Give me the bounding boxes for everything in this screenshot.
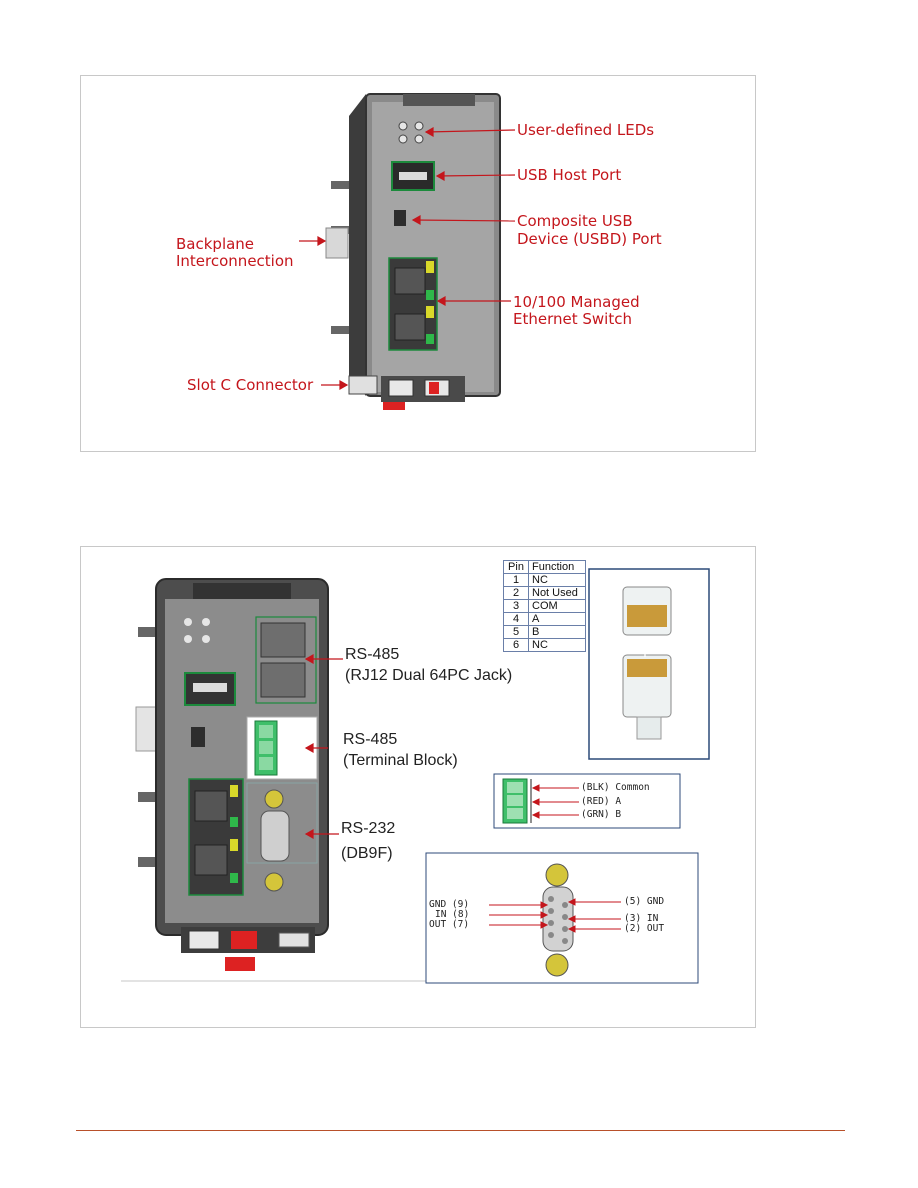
terminal-wire-b: (GRN) B — [581, 809, 622, 820]
device-drawing-serial — [121, 568, 710, 984]
usb-host-port-label: USB Host Port — [517, 166, 622, 184]
terminal-wire-common: (BLK) Common — [581, 782, 650, 793]
pin-number: 2 — [503, 586, 529, 600]
pin1-label: Pin 1 — [594, 641, 623, 655]
rs485-terminal-label-line2: (Terminal Block) — [343, 752, 458, 769]
pin-function: NC — [528, 638, 586, 652]
pin-function: B — [528, 625, 586, 639]
backplane-label-line1: Backplane — [176, 235, 255, 253]
ethernet-switch-label-line2: Ethernet Switch — [513, 310, 632, 328]
db9-right-pin5: (5) GND — [624, 896, 665, 907]
pin-number: 5 — [503, 625, 529, 639]
pin-function: COM — [528, 599, 586, 613]
rs485-rj12-label-line1: RS-485 — [345, 646, 400, 663]
ethernet-switch-label-line1: 10/100 Managed — [513, 293, 640, 311]
footer-rule — [76, 1130, 845, 1131]
pin-function: A — [528, 612, 586, 626]
rs485-rj12-label-line2: (RJ12 Dual 64PC Jack) — [345, 667, 513, 684]
pin-number: 6 — [503, 638, 529, 652]
pin-number: 4 — [503, 612, 529, 626]
pin-function: Not Used — [528, 586, 586, 600]
pin-number: 3 — [503, 599, 529, 613]
function-column-header: Function — [528, 560, 586, 574]
figure-usb-ethernet-module: User-defined LEDs USB Host Port Composit… — [80, 75, 756, 452]
pin-table-header: Pin Function — [503, 560, 586, 574]
device-drawing-front — [299, 93, 516, 410]
usbd-port-label-line2: Device (USBD) Port — [517, 230, 662, 248]
rs232-label-line2: (DB9F) — [341, 845, 393, 862]
user-leds-label: User-defined LEDs — [517, 121, 655, 139]
db9-left-pin7: OUT (7) — [429, 919, 470, 930]
pin-function: NC — [528, 573, 586, 587]
rs485-terminal-label-line1: RS-485 — [343, 731, 398, 748]
slot-c-connector-label: Slot C Connector — [187, 376, 314, 394]
db9-left-pin8: IN (8) — [435, 909, 470, 920]
rs232-label-line1: RS-232 — [341, 820, 396, 837]
pin-number: 1 — [503, 573, 529, 587]
backplane-label-line2: Interconnection — [176, 252, 294, 270]
pin-column-header: Pin — [503, 560, 529, 574]
db9-right-pin2: (2) OUT — [624, 923, 665, 934]
db9-right-pin3: (3) IN — [624, 913, 659, 924]
figure-serial-module: RS-485 (RJ12 Dual 64PC Jack) RS-485 (Ter… — [80, 546, 756, 1028]
db9-left-pin9: GND (9) — [429, 899, 470, 910]
usbd-port-label-line1: Composite USB — [517, 212, 633, 230]
terminal-wire-a: (RED) A — [581, 796, 622, 807]
